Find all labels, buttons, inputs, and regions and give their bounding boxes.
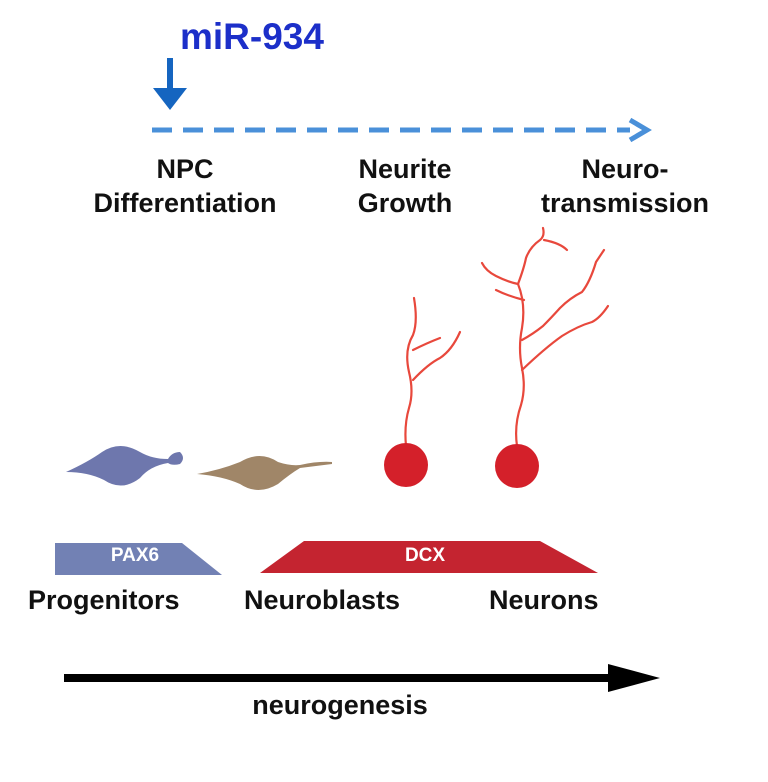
stage-label-line: Growth [357, 188, 453, 218]
progenitor-cell [66, 446, 183, 486]
dashed-timeline-arrow [152, 117, 652, 143]
neuroblast-neuron-soma [384, 443, 428, 487]
stage-label-line: NPC [156, 154, 214, 184]
mir-934-label: miR-934 [180, 16, 324, 57]
mir-arrow [153, 58, 187, 110]
pax6-marker-bar [55, 543, 222, 575]
cell-label-neuroblasts: Neuroblasts [244, 585, 401, 615]
stage-label-line: Neuro- [581, 154, 669, 184]
neuroblast-cell [197, 456, 332, 490]
stage-label-line: Neurite [358, 154, 452, 184]
stage-label-neurite-growth: Neurite Growth [320, 152, 490, 220]
stage-label-line: transmission [540, 188, 710, 218]
cell-label-neurons: Neurons [489, 585, 599, 615]
dcx-marker-label: DCX [404, 545, 446, 566]
dcx-marker-bar [260, 541, 598, 573]
stage-label-line: Differentiation [93, 188, 277, 218]
mature-neuron-soma [495, 444, 539, 488]
stage-label-npc-differentiation: NPC Differentiation [60, 152, 310, 220]
neurogenesis-axis-arrow [64, 664, 660, 692]
neurite-growth-branches [404, 296, 462, 448]
neurogenesis-axis-label: neurogenesis [252, 690, 428, 720]
stage-label-neurotransmission: Neuro- transmission [500, 152, 750, 220]
neurotransmission-branches [480, 226, 610, 448]
cell-label-progenitors: Progenitors [28, 585, 180, 615]
pax6-marker-label: PAX6 [110, 545, 160, 566]
